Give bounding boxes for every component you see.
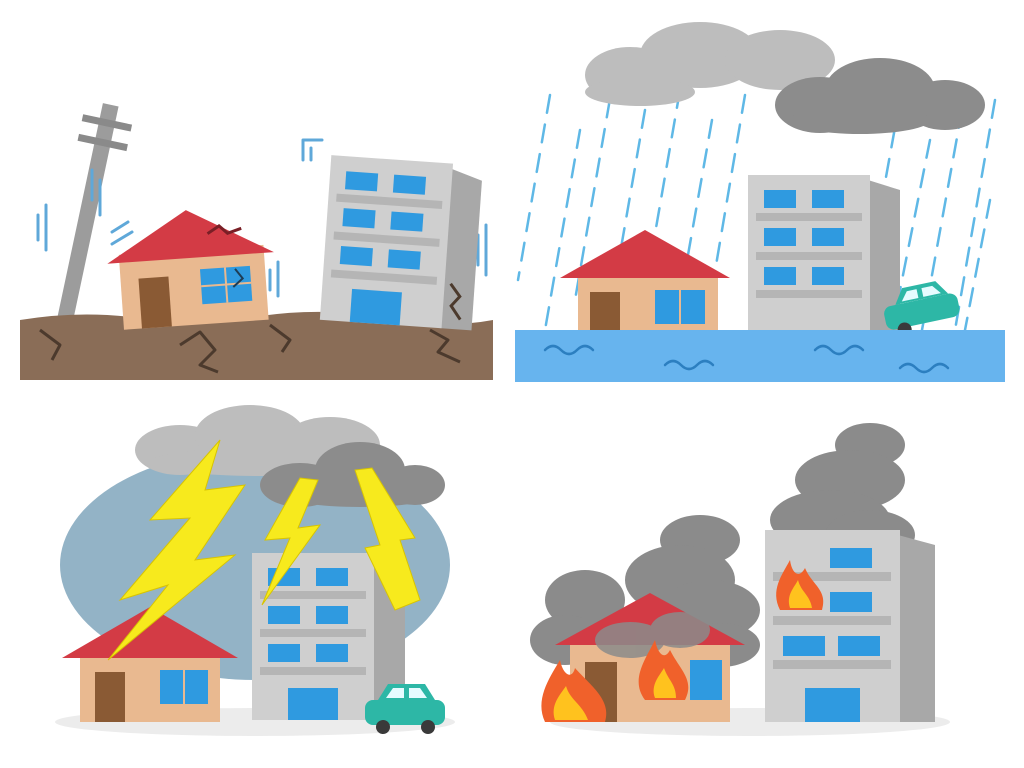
car-icon xyxy=(365,684,445,734)
shake-lines-icon xyxy=(36,138,488,298)
house-icon xyxy=(62,607,238,722)
cloud-icon xyxy=(585,22,985,134)
smoke-icon xyxy=(595,612,710,658)
flooded-house-icon xyxy=(560,230,730,337)
building-icon xyxy=(748,175,900,340)
wave-lines xyxy=(543,344,950,374)
fire-scene xyxy=(530,423,950,736)
ground-cracks xyxy=(39,323,461,374)
fire-icon xyxy=(541,560,824,722)
cracked-house-icon xyxy=(107,210,274,330)
burning-building-icon xyxy=(765,530,935,722)
utility-pole-icon xyxy=(57,103,133,322)
lightning-bolt-icon xyxy=(107,439,421,661)
floodwater xyxy=(515,330,1005,382)
cloud-icon xyxy=(135,405,445,507)
tilted-building-icon xyxy=(319,155,482,331)
lightning-scene xyxy=(55,405,455,736)
earthquake-scene xyxy=(20,103,493,380)
flood-scene xyxy=(515,22,1005,382)
cracked-ground xyxy=(20,311,493,380)
